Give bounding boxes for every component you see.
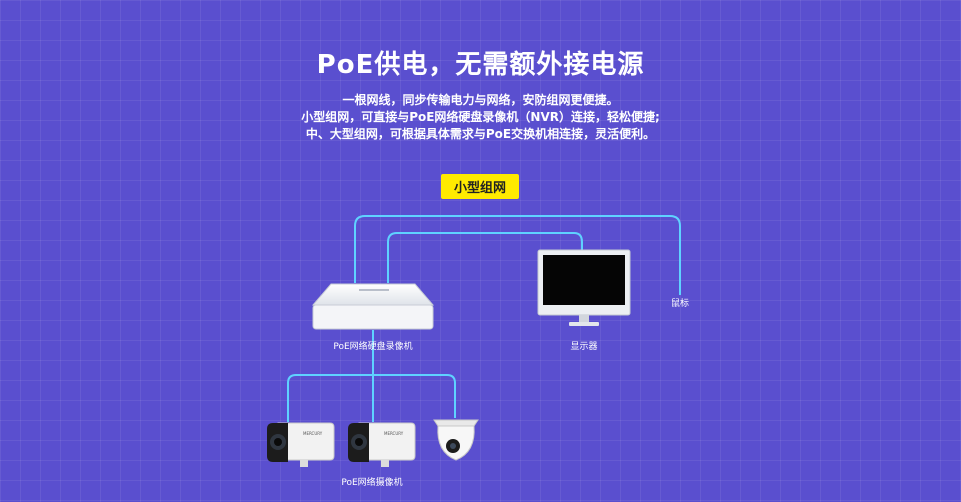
cameras-label: PoE网络摄像机 [341,478,403,488]
nvr-device-icon [311,283,435,330]
camera-brand-1: MERCURY [303,431,323,436]
page-title: PoE供电，无需额外接电源 [316,50,645,80]
camera-brand-2: MERCURY [384,431,404,436]
monitor-label: 显示器 [570,342,598,352]
link-nvr-monitor [387,232,583,283]
link-nvr-cameras [287,330,456,422]
monitor-icon [537,249,631,326]
network-scale-tag: 小型组网 [441,174,519,199]
description-line-3: 中、大型组网，可根据具体需求与PoE交换机相连接，灵活便利。 [305,127,656,141]
bullet-camera-icon [348,422,416,467]
mouse-label: 鼠标 [670,299,689,309]
nvr-label: PoE网络硬盘录像机 [333,342,413,352]
dome-camera-icon [433,419,479,461]
bullet-camera-icon [267,422,335,467]
description-line-2: 小型组网，可直接与PoE网络硬盘录像机（NVR）连接，轻松便捷; [301,110,660,124]
description-line-1: 一根网线，同步传输电力与网络，安防组网更便捷。 [342,93,619,107]
link-nvr-mouse [354,215,681,295]
description: 一根网线，同步传输电力与网络，安防组网更便捷。 小型组网，可直接与PoE网络硬盘… [0,92,961,143]
